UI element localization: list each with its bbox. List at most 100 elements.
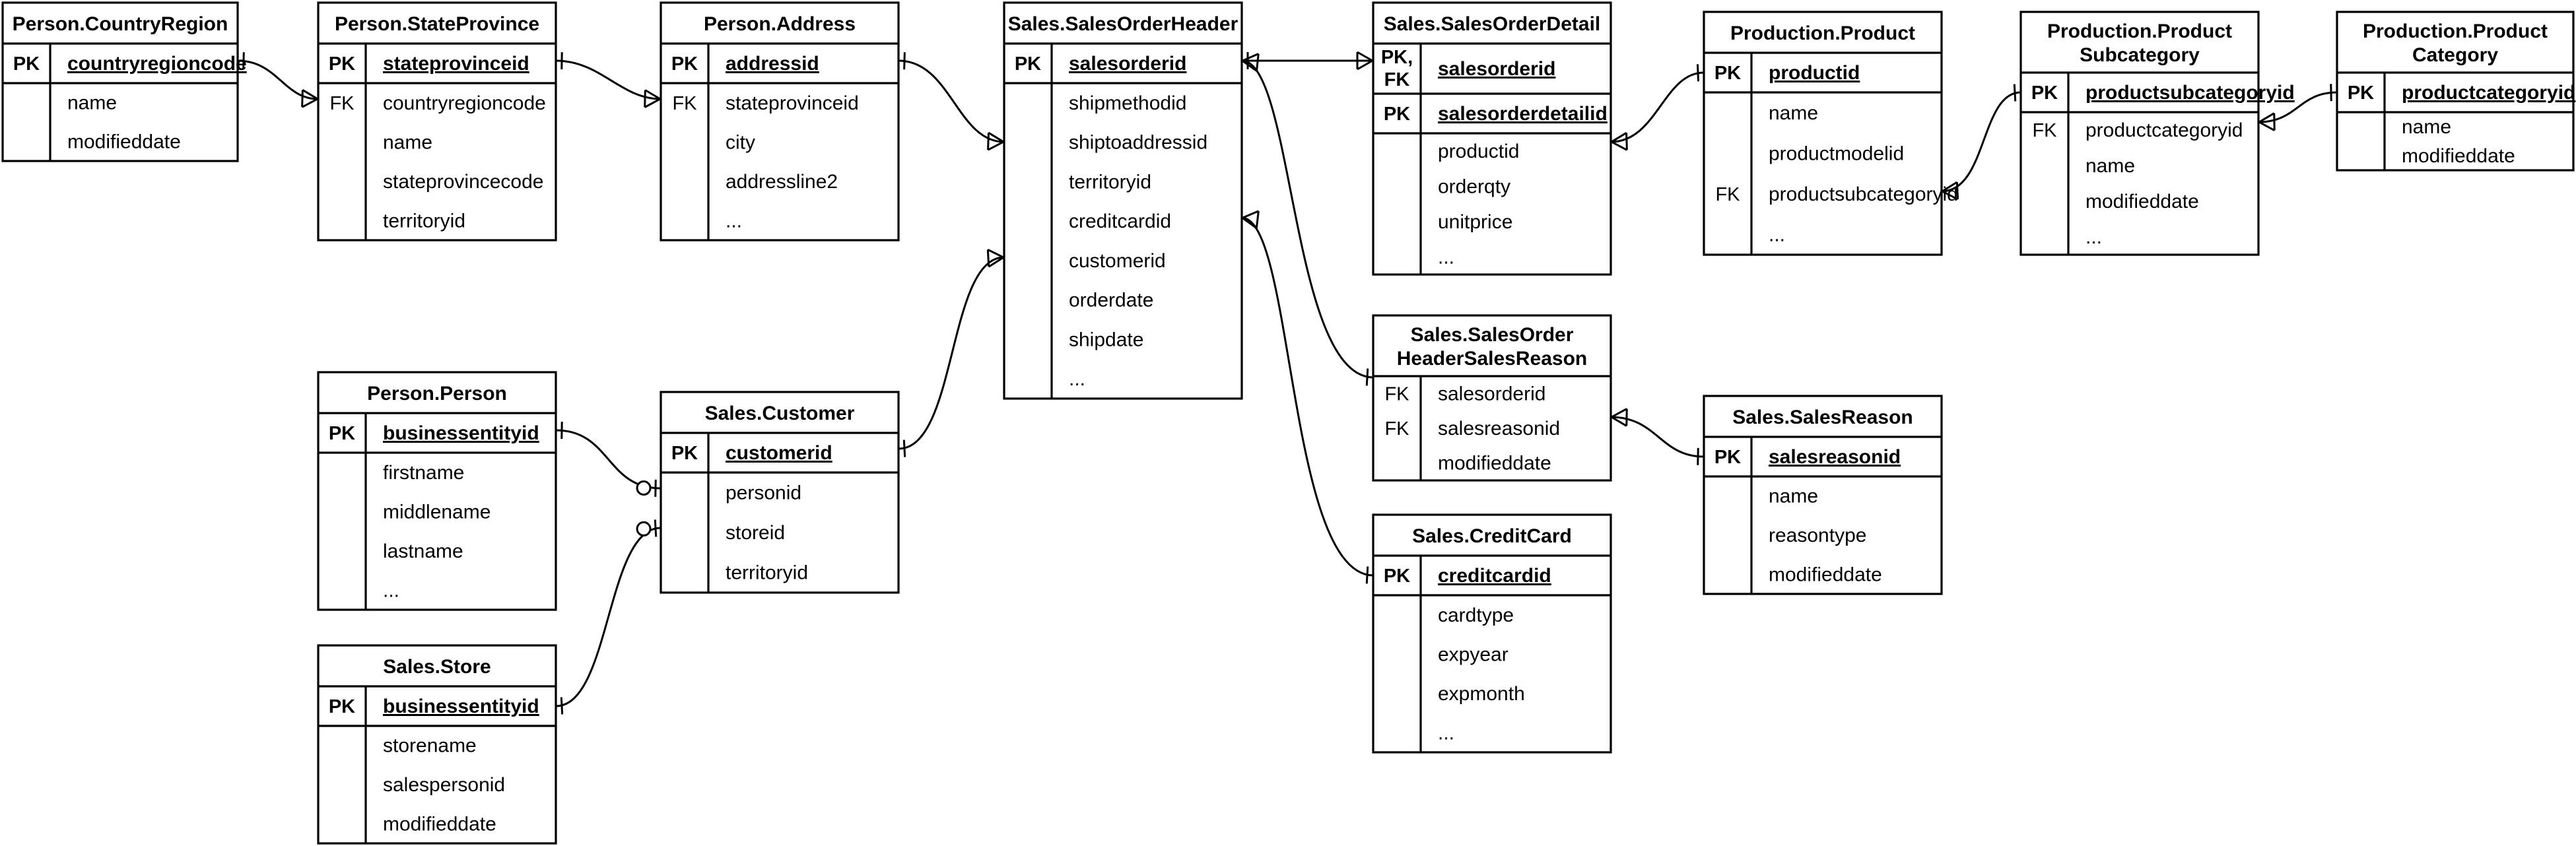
cardinality-marker-from: [2258, 112, 2276, 131]
attribute-name: ...: [726, 210, 742, 232]
relationship-line: [1610, 416, 1705, 458]
attribute-name: cardtype: [1438, 604, 1514, 626]
rel-customer-salesorderheader[interactable]: [898, 248, 1005, 457]
entity-title: Production.Product: [2363, 20, 2548, 42]
attribute-name: creditcardid: [1069, 211, 1171, 232]
attribute-name: ...: [383, 579, 399, 601]
attribute-name: ...: [1769, 224, 1785, 245]
entity-title: Sales.CreditCard: [1412, 525, 1572, 547]
cardinality-marker-to: [1365, 566, 1369, 584]
rel-countryregion-stateprovince[interactable]: [237, 52, 319, 108]
rel-salesorderdetail-product[interactable]: [1610, 64, 1705, 151]
cardinality-marker-to: [1356, 51, 1373, 71]
attribute-name: modifieddate: [1769, 564, 1882, 585]
rel-salesorderheader-creditcard[interactable]: [1241, 209, 1374, 584]
attribute-name: productcategoryid: [2085, 119, 2243, 141]
attribute-name: middlename: [383, 501, 491, 523]
attribute-name-pk: salesorderid: [1438, 58, 1555, 80]
key-label: FK: [1384, 69, 1410, 90]
attribute-name-pk: businessentityid: [383, 696, 539, 717]
cardinality-marker-from: [560, 697, 564, 715]
attribute-name: name: [2402, 116, 2451, 138]
key-label: PK: [1384, 566, 1410, 587]
key-label: PK: [1015, 53, 1041, 75]
attribute-name: name: [1769, 486, 1818, 507]
entity-title: Subcategory: [2080, 44, 2200, 66]
relationship-line: [555, 59, 661, 100]
cardinality-marker-from: [1611, 408, 1628, 427]
cardinality-marker-to: [301, 89, 318, 108]
entity-title: Category: [2412, 44, 2498, 66]
rel-salesorderheader-salesorderdetail[interactable]: [1242, 51, 1373, 71]
key-label: PK: [1384, 104, 1410, 125]
rel-store-customer[interactable]: [555, 519, 661, 715]
entity-title: Person.StateProvince: [335, 13, 539, 35]
key-label: PK: [671, 53, 698, 75]
attribute-name-pk: creditcardid: [1438, 565, 1551, 587]
cardinality-marker-from: [1611, 132, 1628, 151]
attribute-name-pk: businessentityid: [383, 422, 539, 444]
key-label: PK: [13, 53, 40, 75]
attribute-name-pk: customerid: [726, 442, 832, 464]
attribute-name: shipmethodid: [1069, 92, 1186, 114]
key-label: FK: [329, 93, 355, 114]
rel-stateprovince-address[interactable]: [555, 52, 661, 108]
rel-product-productsubcategory[interactable]: [1941, 84, 2021, 201]
rel-sohsalesreason-salesreason[interactable]: [1610, 408, 1705, 465]
cardinality-marker-to: [2013, 84, 2017, 102]
rel-productsubcategory-productcategory[interactable]: [2258, 84, 2338, 131]
attribute-name: productsubcategoryid: [1769, 183, 1958, 205]
attribute-name: storename: [383, 735, 477, 757]
attribute-name-pk: productid: [1769, 62, 1860, 84]
cardinality-marker-to: [644, 89, 661, 108]
key-label: PK: [329, 53, 355, 75]
attribute-name: name: [2085, 155, 2135, 177]
attribute-name: ...: [1438, 246, 1454, 268]
attribute-name: storeid: [726, 522, 785, 544]
attribute-name: addressline2: [726, 171, 838, 193]
cardinality-marker-from: [903, 52, 906, 70]
rel-salesorderheader-sohsalesreason[interactable]: [1241, 52, 1374, 386]
key-label: PK,: [1381, 47, 1413, 68]
attribute-name: countryregioncode: [383, 92, 546, 114]
attribute-name: territoryid: [726, 562, 808, 584]
attribute-name: personid: [726, 482, 801, 504]
attribute-name: name: [383, 131, 432, 153]
attribute-name: modifieddate: [2085, 191, 2199, 212]
key-label: PK: [1714, 447, 1741, 468]
attribute-name: ...: [1438, 722, 1454, 744]
attribute-name-pk: productcategoryid: [2402, 82, 2575, 104]
entity-title: Person.CountryRegion: [13, 13, 228, 35]
rel-address-salesorderheader[interactable]: [898, 52, 1005, 151]
rel-person-customer[interactable]: [555, 422, 661, 497]
attribute-name: stateprovincecode: [383, 171, 544, 193]
attribute-name: territoryid: [1069, 171, 1151, 193]
attribute-name: modifieddate: [2402, 145, 2515, 167]
entity-title: Sales.SalesOrderDetail: [1384, 13, 1601, 35]
relationship-line: [898, 59, 1005, 143]
attribute-name: name: [67, 92, 117, 114]
relationship-line: [2258, 91, 2338, 123]
attribute-name: orderqty: [1438, 176, 1510, 197]
attribute-name: modifieddate: [67, 131, 181, 153]
relationship-line: [555, 527, 661, 707]
entity-title: Sales.SalesOrderHeader: [1008, 13, 1238, 35]
attribute-name: shipdate: [1069, 329, 1143, 350]
attribute-name: expyear: [1438, 643, 1508, 665]
cardinality-marker-to: [636, 479, 657, 497]
